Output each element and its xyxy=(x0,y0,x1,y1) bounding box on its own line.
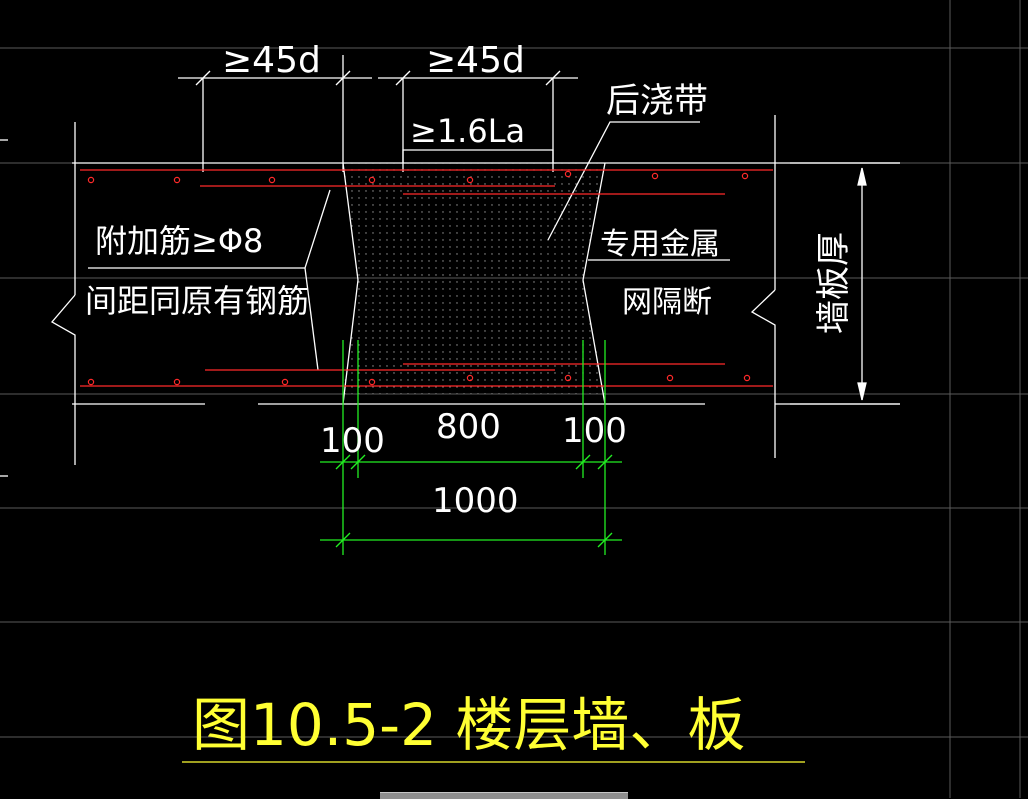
tick xyxy=(545,70,561,86)
dim-800-label: 800 xyxy=(436,407,501,447)
rebar-group xyxy=(80,169,773,387)
rebar-dot xyxy=(368,176,376,184)
strip-left-boundary xyxy=(342,162,359,405)
tick xyxy=(350,454,366,470)
arrowhead xyxy=(857,382,867,401)
tick xyxy=(597,532,613,548)
leader-post-pour xyxy=(547,121,700,241)
additional-rebar-label: 附加筋≥Φ8 xyxy=(95,222,263,260)
post-pour-strip-fill xyxy=(343,163,605,394)
rebar-dot xyxy=(564,170,572,178)
tick xyxy=(575,454,591,470)
rebar-dot xyxy=(173,176,181,184)
dim-100-right-label: 100 xyxy=(562,411,627,451)
dim-100-left-label: 100 xyxy=(320,421,385,461)
rebar-dot xyxy=(743,374,751,382)
rebar-dot xyxy=(173,378,181,386)
dim-45d-left-label: ≥45d xyxy=(222,40,321,81)
left-break-symbol xyxy=(50,294,76,465)
structure-outline xyxy=(0,55,900,477)
bottom-dimensions xyxy=(320,340,622,555)
post-pour-strip-label: 后浇带 xyxy=(606,81,708,121)
rebar-dot xyxy=(741,172,749,180)
rebar-dot xyxy=(466,176,474,184)
metal-mesh-label: 专用金属 xyxy=(600,227,720,262)
right-break-symbol xyxy=(750,289,776,458)
dim-1000-label: 1000 xyxy=(432,481,519,521)
rebar-dot xyxy=(281,378,289,386)
rebar-dot xyxy=(466,374,474,382)
rebar-dot xyxy=(651,172,659,180)
tick xyxy=(597,454,613,470)
tick xyxy=(335,70,351,86)
dim-45d-right-label: ≥45d xyxy=(426,40,525,81)
arrowhead xyxy=(857,167,867,186)
additional-rebar-spacing-label: 间距同原有钢筋 xyxy=(85,282,309,320)
rebar-dot xyxy=(87,378,95,386)
rebar-dot xyxy=(268,176,276,184)
dim-16la-label: ≥1.6La xyxy=(410,112,525,150)
horizontal-scrollbar[interactable] xyxy=(380,792,628,799)
rebar-dot xyxy=(666,374,674,382)
strip-right-boundary xyxy=(582,162,606,405)
leader-additional-rebar xyxy=(304,267,319,371)
rebar-dot xyxy=(368,378,376,386)
metal-mesh-label-2: 网隔断 xyxy=(622,285,712,320)
dim-16la-bracket xyxy=(402,149,554,163)
tick xyxy=(335,532,351,548)
tick xyxy=(335,454,351,470)
tick xyxy=(395,70,411,86)
wall-thickness-label: 墙板厚 xyxy=(814,232,854,334)
tick xyxy=(195,70,211,86)
rebar-dot xyxy=(564,374,572,382)
rebar-dot xyxy=(87,176,95,184)
figure-title: 图10.5-2 楼层墙、板 xyxy=(192,691,745,759)
